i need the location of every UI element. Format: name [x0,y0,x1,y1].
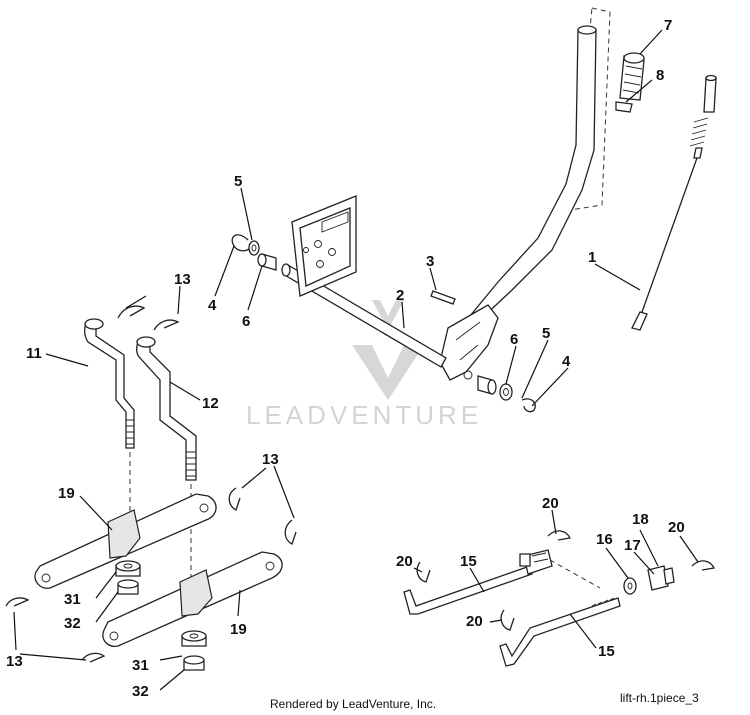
callout-31-lower: 31 [132,657,149,674]
callout-13-mid: 13 [262,451,279,468]
callout-3: 3 [426,253,434,270]
callout-20-top: 20 [542,495,559,512]
callout-4-left: 4 [208,297,217,314]
grip-dashed-outline [569,7,611,211]
callout-16: 16 [596,531,613,548]
parts-4-5-6-left [231,234,277,271]
callout-20-left: 20 [396,553,413,570]
callout-31-upper: 31 [64,591,81,608]
part-13-clips-top [117,305,180,331]
callout-11: 11 [26,345,42,362]
part-1-lift-rod [631,74,717,331]
part-20-clips [416,530,715,631]
callout-19-lower: 19 [230,621,247,638]
callout-32-upper: 32 [64,615,81,632]
parts-31-32-lower [181,630,207,671]
callout-18: 18 [632,511,649,528]
part-7-grip [619,52,645,101]
callout-labels: 1 2 3 5 4 6 6 5 4 7 8 11 12 13 13 13 19 … [6,17,685,700]
callout-20-right: 20 [668,519,685,536]
callout-19-upper: 19 [58,485,75,502]
part-19-lift-arm-upper [34,493,217,589]
part-19-lift-arm-lower [102,551,283,647]
part-12-lift-link [136,336,197,481]
part-8-pin [615,101,633,113]
callout-7: 7 [664,17,672,34]
callout-6-left: 6 [242,313,250,330]
callout-15-lower: 15 [598,643,615,660]
callout-15-upper: 15 [460,553,477,570]
callout-13-top: 13 [174,271,191,288]
part-13-clips-lower-left [5,597,106,663]
callout-17: 17 [624,537,641,554]
part-15-rod-upper [403,549,553,615]
callout-20-bottom: 20 [466,613,483,630]
footer-diagram-id: lift-rh.1piece_3 [620,691,699,705]
callout-5-right: 5 [542,325,550,342]
callout-8: 8 [656,67,664,84]
parts-31-32-upper [115,560,141,595]
callout-5-left: 5 [234,173,242,190]
part-13-clips-mid [228,487,297,545]
parts-4-5-6-right [477,375,536,413]
callout-13-low: 13 [6,653,23,670]
guide-lines [129,452,601,589]
callout-32-lower: 32 [132,683,149,700]
part-2-lift-shaft-lever [281,25,597,381]
part-15-rod-lower [499,597,621,667]
callout-2: 2 [396,287,404,304]
footer-credit: Rendered by LeadVenture, Inc. [270,697,436,711]
watermark-text: LEADVENTURE [246,400,482,430]
callout-6-right: 6 [510,331,518,348]
callout-4-right: 4 [562,353,571,370]
part-3-pin [430,290,456,305]
leader-lines [13,29,699,691]
callout-1: 1 [588,249,596,266]
callout-12: 12 [202,395,219,412]
parts-16-17-18 [623,565,675,595]
part-11-lift-link [84,318,135,449]
watermark-logo [352,300,424,400]
